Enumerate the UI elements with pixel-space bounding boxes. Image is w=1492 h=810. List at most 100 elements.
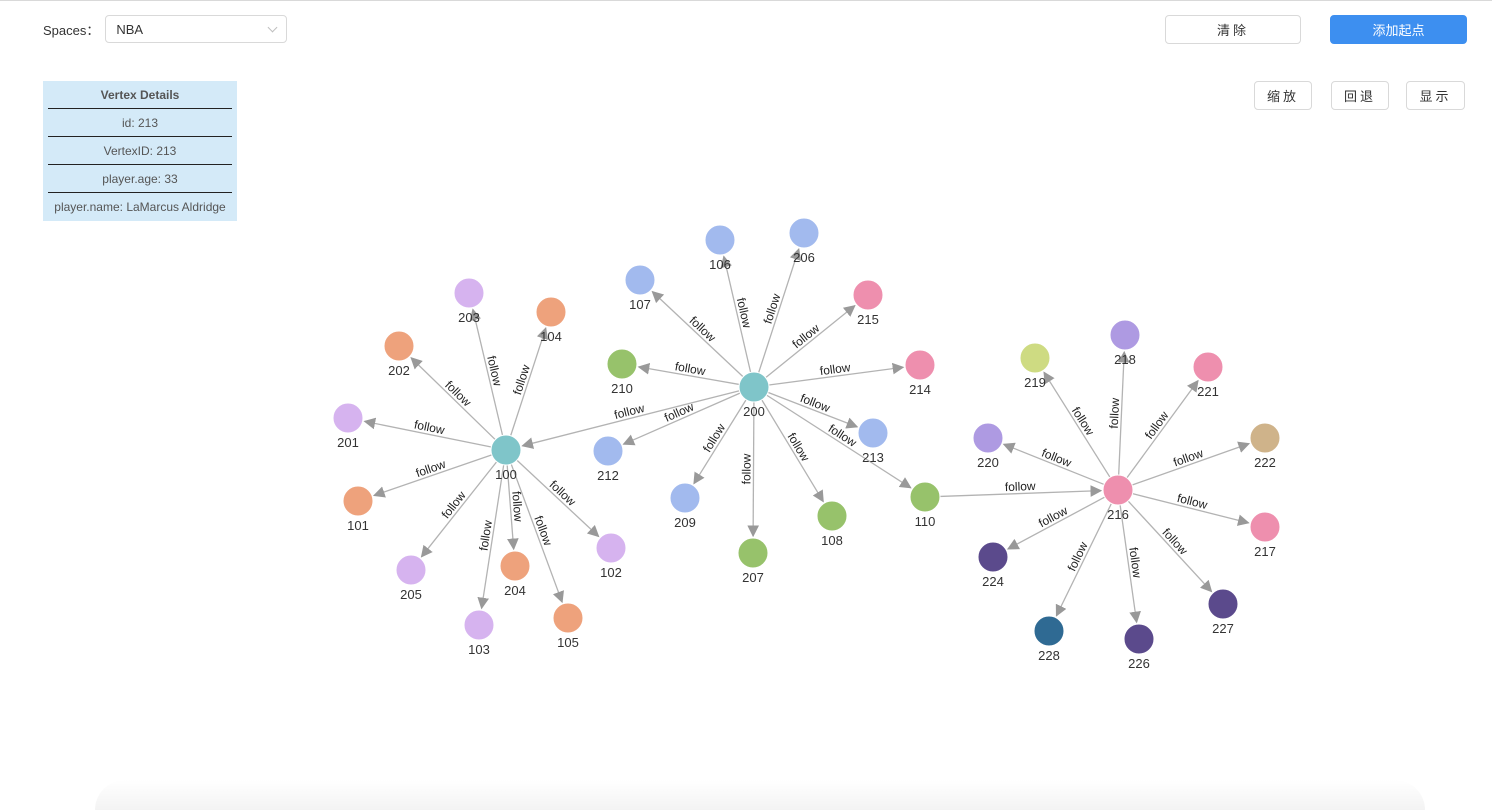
vertex-detail-vertexid: VertexID: 213 (48, 137, 232, 165)
vertex-200[interactable]: 200 (738, 371, 770, 419)
add-start-point-button[interactable]: 添加起点 (1330, 15, 1467, 44)
edge-110-216[interactable]: follow (939, 479, 1103, 498)
vertex-label: 221 (1197, 384, 1219, 399)
edge-label: follow (700, 421, 728, 455)
vertex-105[interactable]: 105 (552, 602, 584, 650)
vertex-label: 207 (742, 570, 764, 585)
edge-216-218[interactable]: follow (1107, 350, 1130, 476)
vertex-213[interactable]: 213 (857, 417, 889, 465)
edge-100-204[interactable]: follow (506, 464, 526, 551)
vertex-215[interactable]: 215 (852, 279, 884, 327)
vertex-label: 107 (629, 297, 651, 312)
vertex-label: 222 (1254, 455, 1276, 470)
vertex-label: 220 (977, 455, 999, 470)
edge-216-220[interactable]: follow (1002, 442, 1105, 486)
vertex-214[interactable]: 214 (904, 349, 936, 397)
edge-label: follow (476, 519, 495, 552)
vertex-217[interactable]: 217 (1249, 511, 1281, 559)
vertex-108[interactable]: 108 (816, 500, 848, 548)
vertex-104[interactable]: 104 (535, 296, 567, 344)
vertex-label: 103 (468, 642, 490, 657)
edge-label: follow (739, 453, 753, 484)
edge-200-207[interactable]: follow (739, 401, 760, 538)
edge-200-210[interactable]: follow (637, 359, 740, 386)
space-selector-row: Spaces： NBA (43, 15, 288, 43)
vertex-210[interactable]: 210 (606, 348, 638, 396)
vertex-218[interactable]: 218 (1109, 319, 1141, 367)
vertex-226[interactable]: 226 (1123, 623, 1155, 671)
vertex-110[interactable]: 110 (909, 481, 941, 529)
edge-200-209[interactable]: follow (693, 399, 747, 485)
vertex-label: 228 (1038, 648, 1060, 663)
vertex-107[interactable]: 107 (624, 264, 656, 312)
vertex-205[interactable]: 205 (395, 554, 427, 602)
edge-label: follow (1159, 525, 1190, 557)
vertex-102[interactable]: 102 (595, 532, 627, 580)
vertex-221[interactable]: 221 (1192, 351, 1224, 399)
vertex-207[interactable]: 207 (737, 537, 769, 585)
space-select-value: NBA (116, 21, 144, 37)
edge-100-203[interactable]: follow (469, 308, 505, 436)
edge-label: follow (662, 399, 696, 424)
vertex-228[interactable]: 228 (1033, 615, 1065, 663)
edge-200-106[interactable]: follow (720, 255, 755, 373)
edge-200-206[interactable]: follow (758, 248, 802, 373)
clear-button[interactable]: 清除 (1165, 15, 1301, 44)
edge-216-222[interactable]: follow (1131, 441, 1251, 486)
edge-216-217[interactable]: follow (1132, 491, 1250, 526)
vertex-label: 205 (400, 587, 422, 602)
edge-label: follow (531, 514, 555, 548)
edge-label: follow (1142, 408, 1172, 441)
edge-100-103[interactable]: follow (476, 464, 505, 610)
edge-100-201[interactable]: follow (363, 417, 492, 448)
edge-100-102[interactable]: follow (516, 459, 600, 538)
edge-216-226[interactable]: follow (1119, 504, 1144, 624)
vertex-224[interactable]: 224 (977, 541, 1009, 589)
edge-label: follow (819, 360, 852, 378)
vertex-216[interactable]: 216 (1102, 474, 1134, 522)
edge-216-224[interactable]: follow (1006, 496, 1106, 550)
vertex-201[interactable]: 201 (332, 402, 364, 450)
edge-216-228[interactable]: follow (1055, 503, 1112, 617)
vertex-label: 105 (557, 635, 579, 650)
vertex-219[interactable]: 219 (1019, 342, 1051, 390)
undo-button[interactable]: 回退 (1331, 81, 1389, 110)
edge-label: follow (1040, 446, 1074, 471)
edge-200-100[interactable]: follow (521, 390, 740, 449)
space-select[interactable]: NBA (105, 15, 288, 43)
vertex-220[interactable]: 220 (972, 422, 1004, 470)
vertex-label: 203 (458, 310, 480, 325)
edge-label: follow (1126, 546, 1144, 579)
edge-200-214[interactable]: follow (768, 360, 905, 386)
vertex-label: 213 (862, 450, 884, 465)
vertex-209[interactable]: 209 (669, 482, 701, 530)
vertex-label: 206 (793, 250, 815, 265)
zoom-button[interactable]: 缩放 (1254, 81, 1312, 110)
edge-label: follow (1069, 404, 1097, 438)
vertex-106[interactable]: 106 (704, 224, 736, 272)
show-button[interactable]: 显示 (1406, 81, 1465, 110)
vertex-222[interactable]: 222 (1249, 422, 1281, 470)
vertex-212[interactable]: 212 (592, 435, 624, 483)
edge-label: follow (484, 354, 505, 387)
edge-100-104[interactable]: follow (510, 327, 549, 436)
vertex-103[interactable]: 103 (463, 609, 495, 657)
vertex-label: 101 (347, 518, 369, 533)
edge-label: follow (1171, 446, 1205, 470)
vertex-206[interactable]: 206 (788, 217, 820, 265)
vertex-202[interactable]: 202 (383, 330, 415, 378)
edge-200-108[interactable]: follow (761, 399, 824, 503)
vertex-227[interactable]: 227 (1207, 588, 1239, 636)
top-divider (0, 0, 1492, 1)
vertex-100[interactable]: 100 (490, 434, 522, 482)
vertex-101[interactable]: 101 (342, 485, 374, 533)
vertex-details-panel: Vertex Details id: 213 VertexID: 213 pla… (43, 81, 237, 221)
edge-200-213[interactable]: follow (767, 391, 859, 429)
bottom-shadow (95, 780, 1425, 810)
vertex-204[interactable]: 204 (499, 550, 531, 598)
vertex-203[interactable]: 203 (453, 277, 485, 325)
vertex-label: 200 (743, 404, 765, 419)
vertex-label: 104 (540, 329, 562, 344)
edge-label: follow (413, 417, 446, 437)
